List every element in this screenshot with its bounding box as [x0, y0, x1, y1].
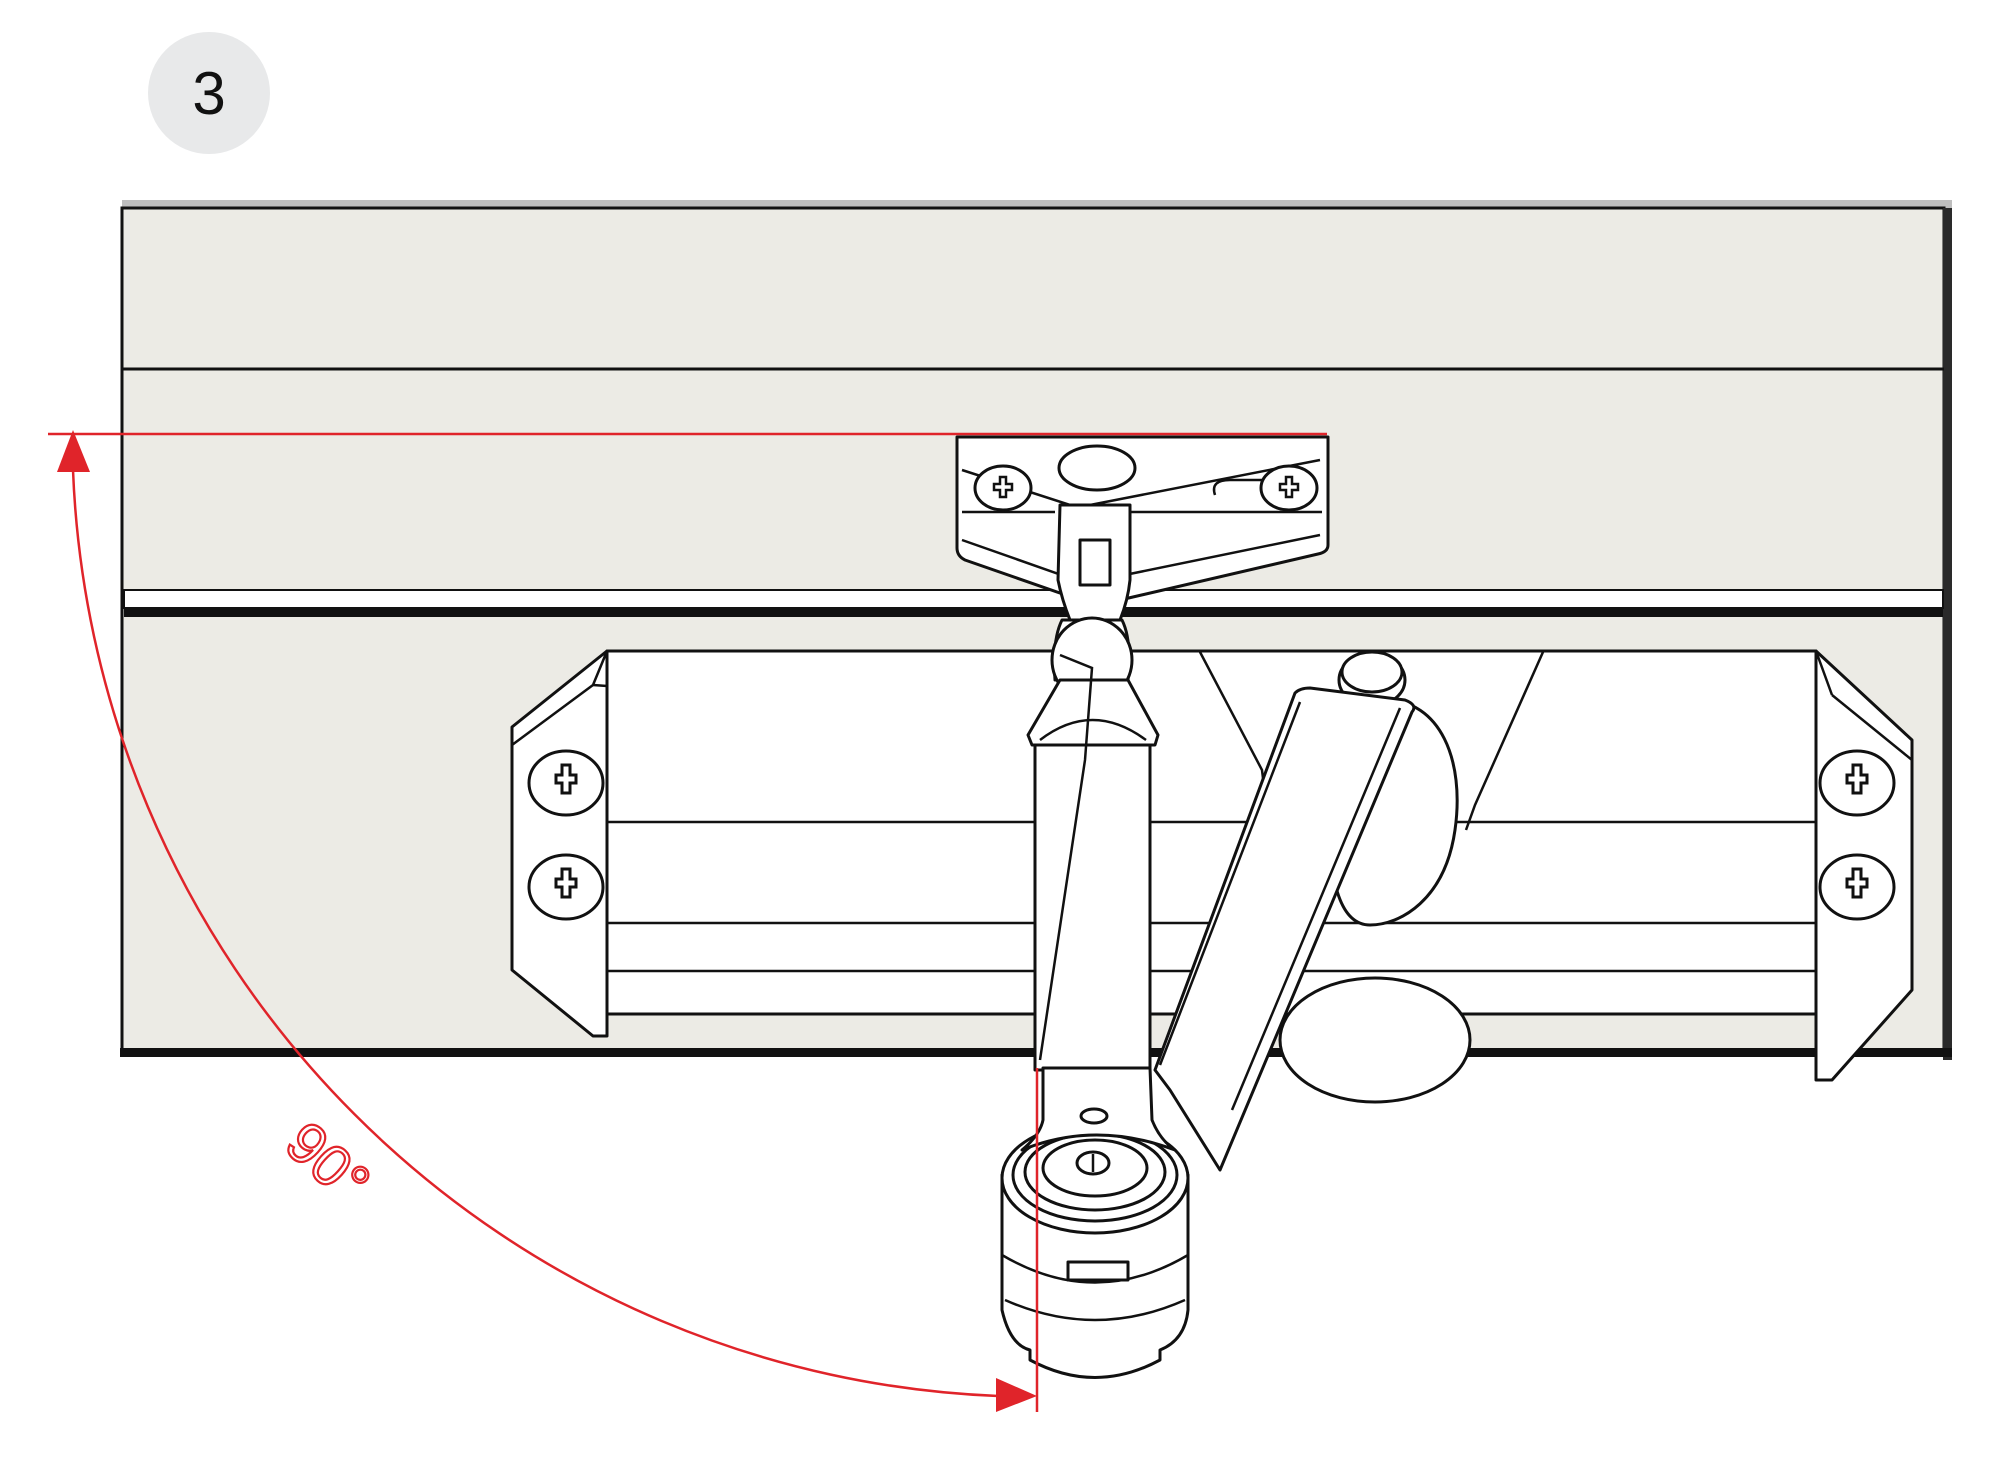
pivot-cylinder: [1000, 1066, 1190, 1379]
step-number-badge: 3: [148, 32, 270, 154]
main-arm: [1026, 616, 1160, 1072]
phillips-screw-icon: [527, 853, 605, 921]
forearm: [1153, 686, 1416, 1172]
arm-bracket: [955, 435, 1330, 622]
arrowhead-up-icon: [57, 430, 90, 472]
phillips-screw-icon: [1818, 749, 1896, 817]
phillips-screw-icon: [527, 749, 605, 817]
step-number: 3: [192, 59, 226, 127]
phillips-screw-icon: [1818, 853, 1896, 921]
arrowhead-right-icon: [996, 1378, 1037, 1412]
